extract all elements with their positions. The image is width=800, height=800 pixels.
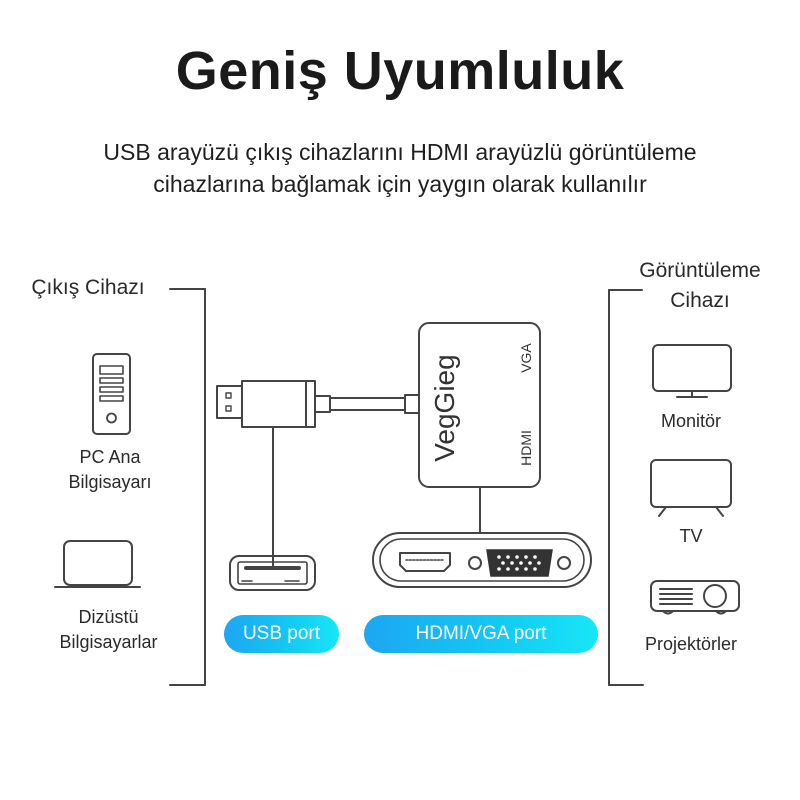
tv-label: TV [679, 526, 703, 546]
desktop-tower-icon [92, 353, 131, 435]
laptop-label-line-1: Dizüstü [78, 607, 139, 627]
pc-label-line-1: PC Ana [79, 447, 141, 467]
subtitle-line-1: USB arayüzü çıkış cihazlarını HDMI arayü… [103, 139, 697, 165]
adapter-body [418, 322, 541, 534]
right-heading-line-2: Cihazı [670, 289, 730, 312]
page-title: Geniş Uyumluluk [175, 41, 625, 101]
laptop-icon [54, 540, 141, 588]
pc-label-line-2: Bilgisayarı [68, 472, 152, 492]
projector-icon [650, 580, 740, 615]
adapter-brand: VegGieg [429, 354, 460, 462]
monitor-icon [652, 344, 732, 398]
subtitle: USB arayüzü çıkış cihazlarını HDMI arayü… [0, 136, 800, 200]
laptop-label-line-2: Bilgisayarlar [59, 632, 158, 652]
left-group-heading: Çıkış Cihazı [31, 276, 145, 299]
right-heading-line-1: Görüntüleme [639, 259, 761, 282]
pc-label: PC Ana Bilgisayarı [30, 445, 190, 495]
usb-port-icon [229, 555, 316, 591]
hdmi-vga-port-icon [372, 532, 592, 588]
projector-label: Projektörler [644, 634, 738, 654]
left-bracket [169, 288, 206, 686]
usb-port-badge: USB port [224, 615, 339, 653]
vga-connector-icon [486, 549, 553, 577]
right-bracket [608, 289, 644, 686]
monitor-label: Monitör [660, 411, 722, 431]
adapter-hdmi-label: HDMI [518, 430, 534, 466]
tv-icon [650, 459, 732, 517]
adapter-vga-label: VGA [518, 343, 534, 373]
subtitle-line-2: cihazlarına bağlamak için yaygın olarak … [153, 171, 647, 197]
usb-plug-icon [216, 380, 420, 567]
hdmi-vga-port-badge: HDMI/VGA port [364, 615, 598, 653]
laptop-label: Dizüstü Bilgisayarlar [16, 605, 201, 655]
right-group-heading: Görüntüleme Cihazı [610, 256, 790, 316]
